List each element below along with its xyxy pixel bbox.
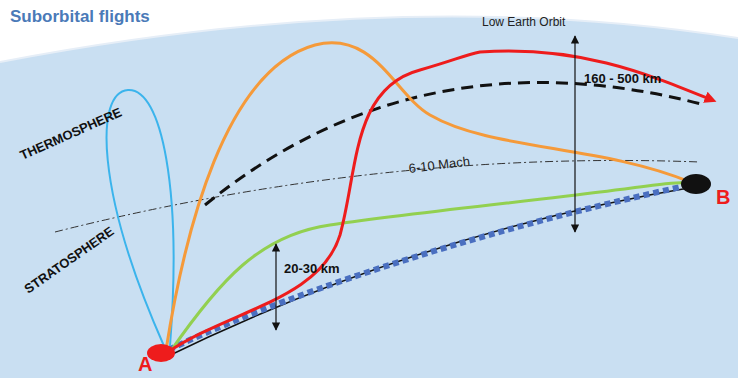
orbit-label: Low Earth Orbit [482,16,565,29]
point-label: A [138,353,152,375]
green-trajectory [170,183,692,352]
altitude-arrow-large [574,36,575,232]
blue-loop-trajectory [107,90,174,346]
altitude-arrow-small [275,244,276,330]
orange-trajectory [166,43,690,350]
point-label: B [716,186,730,208]
point-b [681,174,711,194]
altitude-label: 160 - 500 km [584,72,661,86]
diagram-title: Suborbital flights [10,8,150,27]
stratosphere-boundary [55,160,700,232]
red-trajectory [168,51,712,352]
atmosphere [0,16,738,378]
altitude-label: 20-30 km [284,262,340,276]
orbit-dashed [205,83,705,206]
